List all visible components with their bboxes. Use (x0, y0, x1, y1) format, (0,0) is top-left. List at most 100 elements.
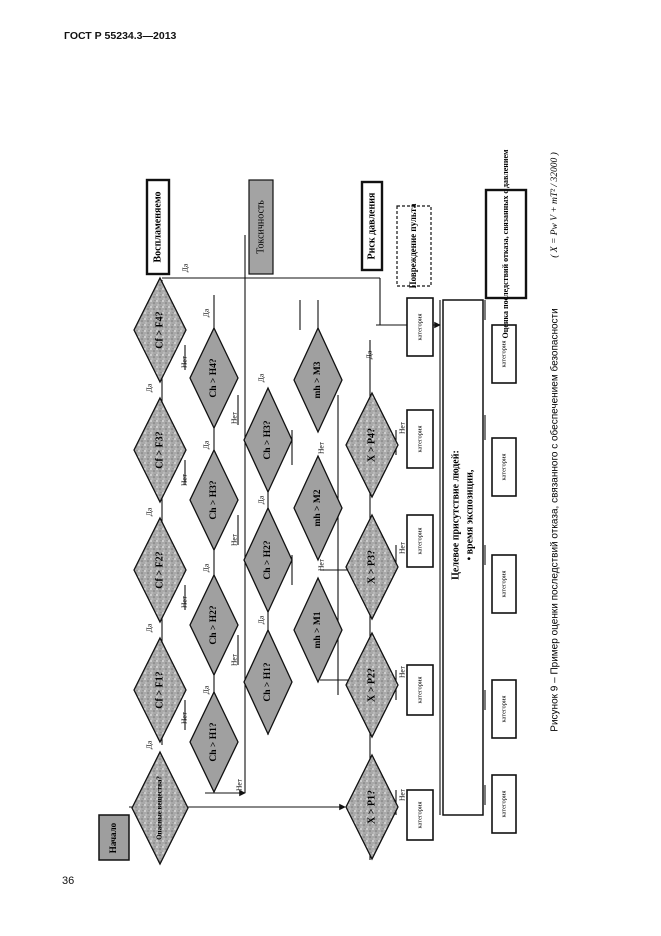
health-decision-b-1-label: Ch > H1? (263, 662, 273, 701)
health-decision-b-2-label: Ch > H2? (263, 540, 273, 579)
yes-label-4: Да (145, 383, 154, 392)
health-decision-b-1-shape (243, 628, 293, 736)
yes-label-7: Да (202, 563, 211, 572)
outcome-flammable: Воспламеняемо (152, 191, 163, 262)
mass-decision-3-label: mh > M3 (313, 361, 323, 398)
health-decision-3-label: Ch > H3? (209, 480, 219, 519)
yes-label-8: Да (202, 440, 211, 449)
yes-label-5: Да (181, 263, 190, 272)
no-label-6: Нет (230, 653, 239, 666)
health-decision-b-3-label: Ch > H3? (263, 420, 273, 459)
start-question: Опасные вещества? (156, 776, 164, 840)
health-decision-b-2-shape (243, 506, 293, 614)
category-right-1-label: категория (500, 791, 507, 818)
category-left-4-label: категория (416, 426, 423, 453)
health-decision-2-label: Ch > H2? (209, 605, 219, 644)
pressure-decision-4-shape (345, 391, 399, 499)
yes-label-12: Да (257, 373, 266, 382)
fire-decision-2-shape (133, 516, 187, 624)
outcome-toxicity: Токсичность (255, 200, 266, 254)
document-header: ГОСТ Р 55234.3—2013 (64, 30, 177, 42)
pressure-decision-2-shape (345, 631, 399, 739)
pressure-decision-2-label: X > P2? (366, 668, 377, 702)
fire-decision-4-shape (133, 276, 187, 384)
no-label-11: Нет (398, 541, 407, 554)
yes-label-10: Да (257, 615, 266, 624)
category-left-2-box (406, 664, 434, 716)
no-label-9: Нет (398, 788, 407, 801)
start-label: Начало (108, 822, 118, 853)
no-label-14: Нет (317, 558, 326, 571)
outcome-box-pressure (360, 180, 384, 272)
no-label-12: Нет (398, 421, 407, 434)
no-label-1: Нет (180, 711, 189, 724)
outcome-assessment: Оценка последствий отказа, связанных с д… (501, 149, 510, 339)
category-right-4-label: категория (500, 454, 507, 481)
no-label-5: Нет (235, 778, 244, 791)
pressure-decision-4-label: X > P4? (366, 428, 377, 462)
category-left-2-label: категория (416, 677, 423, 704)
yes-label-11: Да (257, 495, 266, 504)
category-right-3-label: категория (500, 571, 507, 598)
figure-formula: ( X = Pw V + mT² / 32000 ) (549, 152, 560, 257)
health-decision-4-label: Ch > H4? (209, 358, 219, 397)
fire-decision-3-shape (133, 396, 187, 504)
category-right-1-box (491, 774, 517, 834)
fire-decision-1-shape (133, 636, 187, 744)
category-left-3-label: категория (416, 528, 423, 555)
mass-decision-2-shape (293, 454, 343, 562)
hazard-substance-decision (131, 750, 189, 866)
category-right-2-box (491, 679, 517, 739)
health-decision-2-shape (189, 573, 239, 677)
page-number: 36 (62, 875, 75, 887)
yes-label-2: Да (145, 623, 154, 632)
pressure-decision-3-label: X > P3? (366, 550, 377, 584)
no-label-13: Нет (317, 441, 326, 454)
no-label-8: Нет (230, 411, 239, 424)
fire-decision-2-label: Cf > F2? (154, 551, 165, 588)
mass-decision-1-shape (293, 576, 343, 684)
category-right-4-box (491, 437, 517, 497)
outcome-box-toxicity (248, 179, 274, 275)
yes-label-6: Да (202, 685, 211, 694)
health-decision-4-shape (189, 326, 239, 430)
no-label-3: Нет (180, 473, 189, 486)
health-decision-1-label: Ch > H1? (209, 722, 219, 761)
no-label-10: Нет (398, 665, 407, 678)
category-left-5-box (406, 297, 434, 357)
fire-decision-1-label: Cf > F1? (154, 671, 165, 708)
outcome-pressure: Риск давления (366, 192, 377, 259)
fire-decision-3-label: Cf > F3? (154, 431, 165, 468)
mass-decision-2-label: mh > M2 (313, 489, 323, 526)
fire-decision-4-label: Cf > F4? (154, 311, 165, 348)
outcome-console: Повреждение пульта (408, 203, 418, 288)
health-decision-b-3-shape (243, 386, 293, 494)
outcome-box-flammable (145, 178, 171, 276)
category-left-1-box (406, 789, 434, 841)
yes-label-9: Да (202, 308, 211, 317)
occupancy-title: Целевое присутствие людей: (450, 450, 461, 580)
yes-label-3: Да (145, 507, 154, 516)
category-right-5-box (491, 324, 517, 384)
yes-label-13: Да (365, 350, 374, 359)
category-left-4-box (406, 409, 434, 469)
pressure-decision-1-label: X > P1? (366, 790, 377, 824)
mass-decision-1-label: mh > M1 (313, 611, 323, 648)
outcome-box-console (396, 205, 432, 287)
category-left-5-label: категория (416, 314, 423, 341)
pressure-decision-1-shape (345, 753, 399, 861)
category-left-1-label: категория (416, 802, 423, 829)
category-left-3-box (406, 514, 434, 568)
category-right-3-box (491, 554, 517, 614)
health-decision-3-shape (189, 448, 239, 552)
start-box (98, 814, 130, 861)
pressure-decision-3-shape (345, 513, 399, 621)
no-label-4: Нет (180, 355, 189, 368)
category-right-2-label: категория (500, 696, 507, 723)
category-right-5-label: категория (500, 341, 507, 368)
health-decision-1-shape (189, 690, 239, 794)
mass-decision-3-shape (293, 326, 343, 434)
no-label-2: Нет (180, 595, 189, 608)
occupancy-item: • время экспозиции, (464, 469, 475, 560)
